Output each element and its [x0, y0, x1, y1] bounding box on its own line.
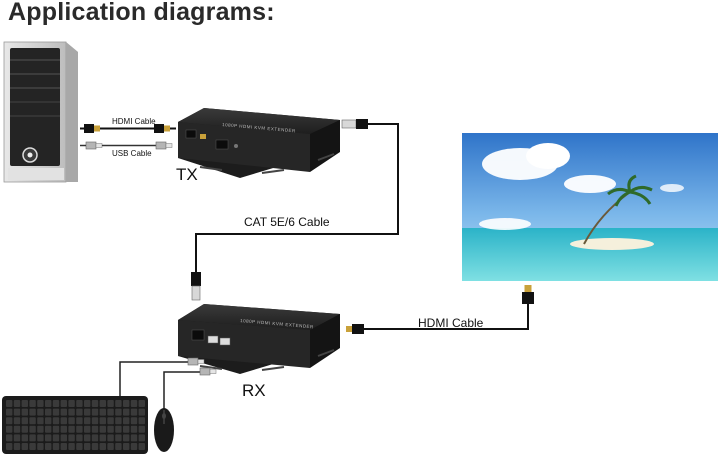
mouse-icon	[154, 408, 174, 452]
cat-cable	[191, 119, 399, 301]
pc-hdmi-cable	[80, 124, 176, 133]
display-screen	[462, 133, 718, 281]
monitor-hdmi-cable	[346, 285, 534, 334]
hdmi-cable-small-label: HDMI Cable	[112, 117, 156, 126]
hdmi-cable-label: HDMI Cable	[418, 316, 484, 330]
svg-text:1080P HDMI KVM EXTENDER: 1080P HDMI KVM EXTENDER	[240, 318, 314, 329]
tx-label: TX	[176, 165, 198, 184]
cat-cable-label: CAT 5E/6 Cable	[244, 215, 330, 229]
page-title: Application diagrams:	[8, 0, 275, 26]
pc-tower-icon	[3, 41, 78, 183]
rx-extender-device: 1080P HDMI KVM EXTENDER	[178, 304, 340, 374]
tx-extender-device: 1080P HDMI KVM EXTENDER	[178, 108, 340, 178]
rx-label: RX	[242, 381, 266, 400]
usb-peripheral-cables	[119, 357, 217, 412]
usb-cable-small-label: USB Cable	[112, 149, 152, 158]
keyboard-icon	[2, 396, 148, 454]
pc-usb-cable	[80, 141, 173, 150]
svg-text:1080P HDMI KVM EXTENDER: 1080P HDMI KVM EXTENDER	[222, 122, 296, 133]
